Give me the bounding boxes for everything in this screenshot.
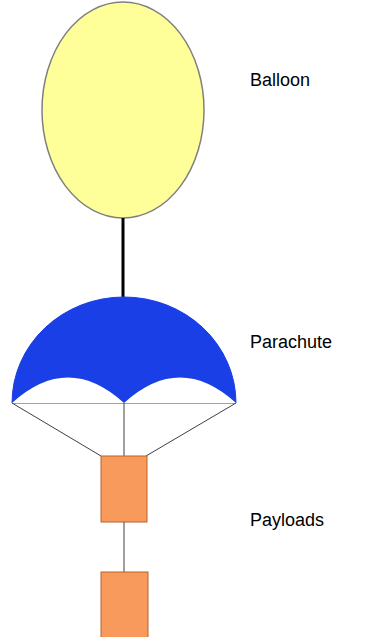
part-label: Balloon xyxy=(250,70,310,92)
shroud-line xyxy=(124,403,125,456)
shroud-line xyxy=(146,403,236,456)
label-holder: Balloon xyxy=(250,70,310,92)
canopy-scallop xyxy=(12,378,236,404)
label-holder: Payloads xyxy=(250,510,324,532)
balloon-shape xyxy=(42,2,204,218)
part-label: Payloads xyxy=(250,510,324,532)
payload-box xyxy=(101,572,148,637)
label-holder: Parachute xyxy=(250,332,332,354)
payload-line xyxy=(124,522,125,572)
shroud-line xyxy=(12,403,101,456)
part-label: Parachute xyxy=(250,332,332,354)
tether-line xyxy=(122,218,125,297)
parachute-canopy xyxy=(12,297,236,403)
payload-box xyxy=(101,456,147,522)
